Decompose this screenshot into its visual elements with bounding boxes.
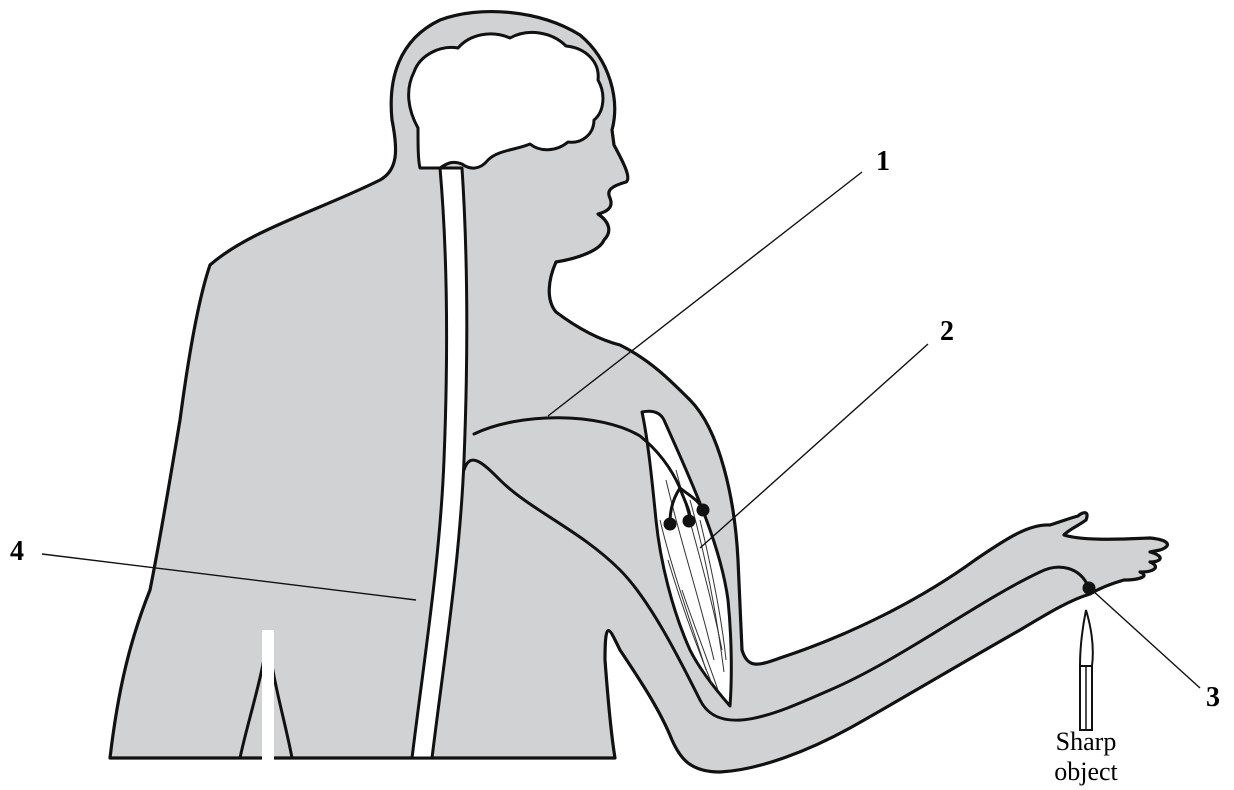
waist-gap <box>262 630 274 760</box>
label-3: 3 <box>1206 682 1220 713</box>
sharp-object-label-line1: Sharp <box>1056 727 1117 756</box>
sharp-object-icon <box>1080 610 1093 730</box>
pain-receptor <box>1083 582 1096 595</box>
label-1: 1 <box>876 146 890 177</box>
label-4: 4 <box>10 536 24 567</box>
sharp-object-label-line2: object <box>1054 757 1118 786</box>
leader-line-3 <box>1092 590 1200 688</box>
leader-line-2 <box>700 344 928 548</box>
label-2: 2 <box>940 316 954 347</box>
